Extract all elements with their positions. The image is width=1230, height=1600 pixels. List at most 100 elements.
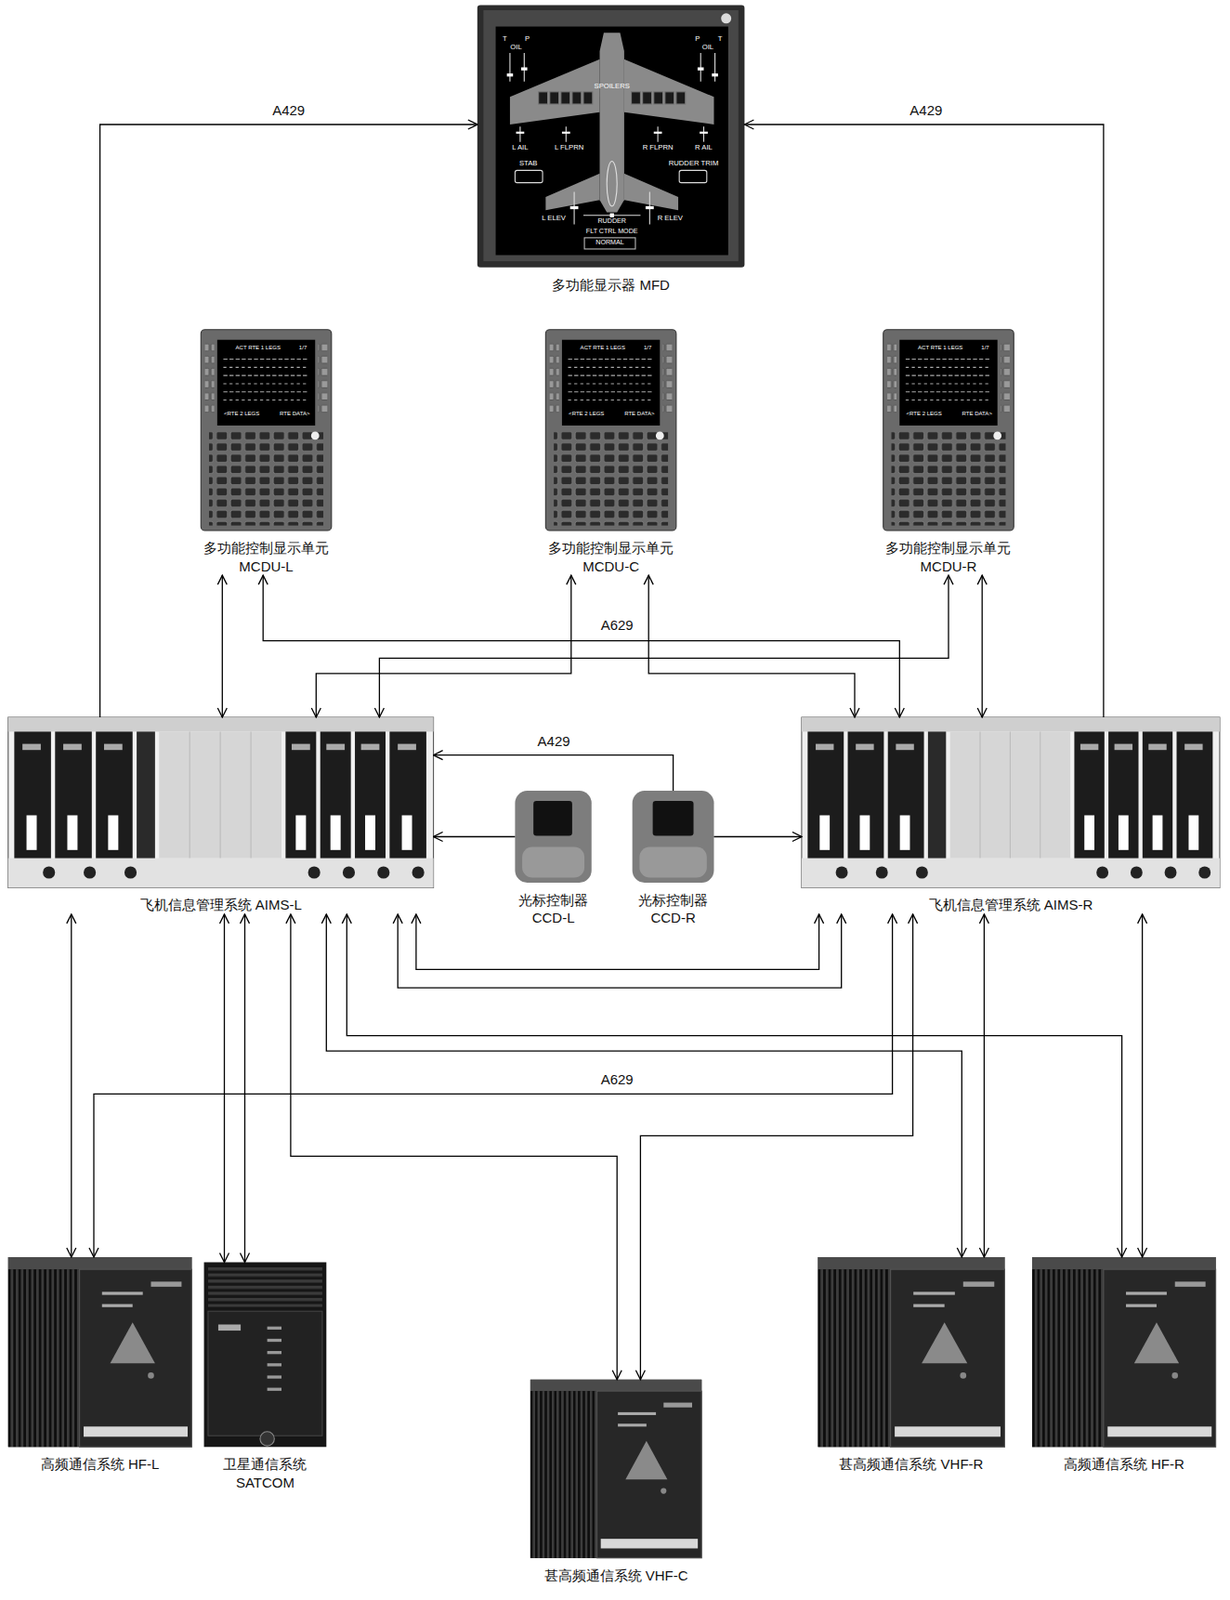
bus-connector [222,575,223,718]
device-picture-area [801,717,1220,888]
screen-legend: 1/7 [981,344,989,351]
satcom-led [267,1338,282,1342]
device-picture-area [530,1379,702,1558]
screen-legend: <RTE 2 LEGS [223,410,260,417]
device-name: 高频通信系统 HF-L [8,1454,193,1474]
mfd-bezel [477,4,746,267]
device-name: 飞机信息管理系统 AIMS-R [801,895,1220,915]
rudder-trim-box [679,170,707,183]
device-picture-area [204,1261,328,1447]
screen-legend: 1/7 [643,344,652,351]
surface-pointer [654,131,663,134]
mcdu-r-picture [883,329,1015,531]
ccd-l-picture [514,790,591,883]
ccd-palm-rest [522,847,585,878]
device-node: 多功能控制显示单元 MCDU-L [200,329,332,576]
screen-legend: P [524,35,530,43]
mfd-sensor [720,13,732,24]
screen-legend: ACT RTE 1 LEGS [580,344,626,351]
screen-legend: T [718,35,723,43]
screen-legend: R AIL [694,143,713,152]
bus-connector [640,914,913,1380]
ccd-r-picture [632,790,715,883]
surface-pointer [699,131,708,134]
mode-box [584,237,636,249]
mfd-display [477,4,746,267]
vhf-r-picture [817,1256,1005,1447]
screen-legend: RTE DATA> [962,410,993,417]
aims-r-picture [801,717,1220,888]
bus-connector [433,755,674,791]
surface-pointer [516,131,525,134]
satcom-led [267,1374,282,1378]
satcom-body [204,1261,328,1447]
screen-legend: <RTE 2 LEGS [906,410,943,417]
bus-label: A429 [906,102,945,119]
bus-connector [290,914,617,1380]
elevator-pointer [570,206,579,210]
mfd-inner-bezel [483,10,738,262]
device-node: 甚高频通信系统 VHF-R [817,1256,1005,1474]
device-name: 光标控制器 CCD-R [632,890,715,928]
rudder-outline [606,161,617,207]
device-name: 甚高频通信系统 VHF-C [530,1566,702,1585]
device-picture-area [8,1256,193,1447]
spoiler-panel [538,91,549,105]
bus-connector [315,575,572,718]
mcdu-l-picture [200,329,332,531]
ccd-touchpad [653,800,694,836]
satcom-led [267,1326,282,1330]
device-name: 高频通信系统 HF-R [1032,1454,1217,1474]
spoiler-panel [549,91,560,105]
satcom-led [267,1387,282,1391]
hf-r-picture [1032,1256,1217,1447]
bus-label: A429 [269,102,308,119]
screen-legend: SPOILERS [594,83,630,92]
device-node: 光标控制器 CCD-R [632,790,715,928]
satcom-front [208,1310,323,1436]
aircraft-fuselage [600,32,625,212]
stab-box [514,170,543,183]
hf-l-picture [8,1256,193,1447]
spoiler-panel [654,91,664,105]
device-node: 高频通信系统 HF-R [1032,1256,1217,1474]
device-picture-area [883,329,1015,531]
screen-legend: RUDDER [597,219,626,226]
ccd-body [514,790,591,883]
device-picture-area [1032,1256,1217,1447]
bus-connector [262,575,900,718]
spoiler-panel [631,91,642,105]
screen-legend: RTE DATA> [279,410,310,417]
bus-connector [1141,914,1143,1257]
screen-legend: P [694,35,700,43]
bus-connector [714,836,802,838]
satcom-led [267,1350,282,1354]
mfd-screen [496,26,729,256]
gauge-pointer [507,73,514,77]
gauge-pointer [711,73,719,77]
gauge-pointer [697,66,705,70]
bus-label: A429 [535,732,574,750]
device-name: 飞机信息管理系统 AIMS-L [8,895,434,915]
device-picture-area [545,329,677,531]
device-name: 甚高频通信系统 VHF-R [817,1454,1005,1474]
screen-legend: STAB [519,159,537,168]
bus-connector [70,914,72,1257]
device-node: 多功能控制显示单元 MCDU-R [883,329,1015,576]
screen-legend: FLT CTRL MODE [586,229,639,236]
satcom-led [267,1362,282,1366]
satcom-picture [204,1261,328,1447]
ccd-palm-rest [639,847,707,878]
device-name: 光标控制器 CCD-L [514,890,591,928]
bus-connector [744,124,1104,718]
bus-connector [346,914,1122,1257]
mcdu-c-picture [545,329,677,531]
aircraft-tail [545,173,600,211]
bus-connector [648,575,855,718]
device-name: 多功能显示器 MFD [477,275,746,295]
device-picture-area [200,329,332,531]
aircraft-tail [624,173,679,211]
satcom-grill [208,1266,323,1308]
screen-legend: R FLPRN [642,143,674,152]
